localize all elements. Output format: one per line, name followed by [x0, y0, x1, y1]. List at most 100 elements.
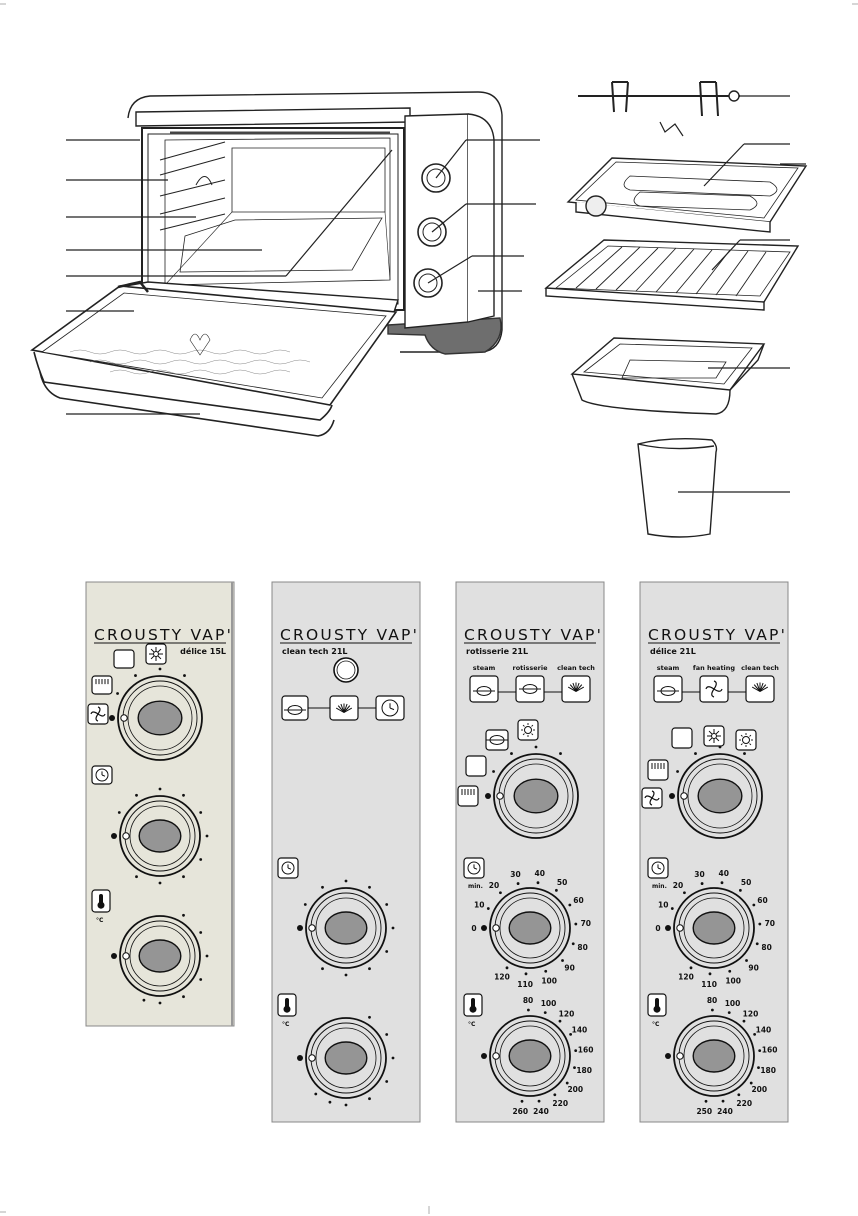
dial-label: 20: [673, 881, 683, 890]
dial-label: 90: [748, 964, 758, 973]
oven-illustration: [30, 91, 540, 437]
scale-dot: [385, 1033, 389, 1036]
knob-pointer: [492, 1052, 500, 1060]
scale-dot: [558, 1019, 562, 1023]
dial-label: 0: [471, 924, 476, 933]
unit-celsius: °C: [282, 1021, 290, 1028]
dial-label: 50: [557, 878, 567, 887]
dial-label: 80: [523, 996, 533, 1005]
function-knob[interactable]: [485, 745, 579, 839]
baking-pan: [570, 337, 790, 415]
brand-title: CROUSTY VAP': [648, 626, 787, 644]
dial-label: 200: [751, 1085, 767, 1094]
dial-label: 100: [725, 977, 741, 986]
control-panel-delice15: CROUSTY VAP'délice 15L°C: [85, 581, 235, 1027]
control-panel-cleantech21: CROUSTY VAP'clean tech 21L°C: [271, 581, 421, 1123]
temperature-knob[interactable]: [111, 913, 209, 1005]
scale-dot: [116, 692, 119, 695]
dial-label: 180: [760, 1066, 776, 1075]
scale-dot: [520, 1099, 524, 1103]
off-dot: [109, 715, 115, 721]
timer-min-label: min.: [468, 883, 483, 890]
fan-icon: [641, 787, 663, 809]
scale-dot: [574, 922, 578, 926]
scale-dot: [571, 942, 575, 946]
scale-dot: [516, 882, 520, 885]
timer-knob[interactable]: [297, 879, 395, 977]
scale-dot: [569, 1033, 573, 1036]
mode-label: steam: [657, 664, 680, 672]
brand-title: CROUSTY VAP': [464, 626, 603, 644]
rotisserie-icon: [515, 675, 545, 703]
scale-dot: [573, 1066, 576, 1070]
scale-dot: [182, 913, 185, 917]
scale-dot: [749, 1081, 753, 1085]
dial-label: 70: [581, 919, 591, 928]
scale-dot: [199, 811, 203, 814]
scale-dot: [757, 1066, 760, 1070]
knob-pointer: [122, 832, 130, 840]
scale-dot: [482, 926, 486, 930]
scale-dot: [344, 879, 348, 883]
scale-dot: [205, 954, 209, 958]
dial-label: 120: [743, 1010, 759, 1019]
scale-dot: [199, 978, 203, 981]
scale-dot: [700, 882, 704, 885]
scale-dot: [536, 881, 540, 885]
timer-knob[interactable]: [111, 787, 209, 885]
clock-icon: [91, 765, 113, 785]
unit-celsius: °C: [96, 917, 104, 924]
dial-label: 220: [736, 1099, 752, 1108]
scale-dot: [344, 973, 348, 977]
temperature-knob[interactable]: [297, 1015, 395, 1107]
scale-dot: [368, 967, 371, 971]
off-dot: [669, 793, 675, 799]
dial-label: 60: [757, 896, 767, 905]
scale-dot: [742, 1019, 746, 1023]
dial-label: 160: [762, 1045, 778, 1054]
scale-dot: [199, 858, 203, 861]
scale-dot: [737, 1093, 741, 1097]
model-subtitle: délice 15L: [180, 646, 226, 656]
fan-icon: [699, 675, 729, 703]
snowflake-icon: [145, 643, 167, 665]
scale-dot: [385, 1080, 389, 1083]
dial-label: 20: [489, 881, 499, 890]
scale-dot: [158, 667, 162, 671]
scale-dot: [721, 1099, 725, 1103]
scale-dot: [553, 1093, 557, 1097]
scale-dot: [499, 891, 502, 895]
scale-dot: [666, 926, 670, 930]
rotisserie-icon: [485, 729, 509, 751]
dial-label: 80: [707, 996, 717, 1005]
brand-title: CROUSTY VAP': [280, 626, 419, 644]
thermometer-icon: [277, 993, 297, 1017]
timer-min-label: min.: [652, 883, 667, 890]
unit-celsius: °C: [652, 1021, 660, 1028]
scale-dot: [524, 972, 528, 976]
knob-pointer: [308, 924, 316, 932]
dial-label: 120: [678, 972, 694, 981]
scale-dot: [385, 903, 389, 906]
dial-label: 240: [717, 1107, 733, 1116]
function-knob[interactable]: [109, 667, 203, 761]
scale-dot: [559, 752, 562, 755]
dial-label: 180: [576, 1066, 592, 1075]
off-dot: [111, 953, 117, 959]
dial-label: 100: [725, 999, 741, 1008]
off-dot: [297, 925, 303, 931]
scale-dot: [568, 903, 572, 907]
dial-label: 200: [567, 1085, 583, 1094]
dial-label: 90: [564, 964, 574, 973]
scale-dot: [526, 1008, 530, 1012]
clock-icon: [277, 857, 299, 879]
scale-dot: [391, 1056, 395, 1060]
dial-label: 120: [494, 972, 510, 981]
scale-dot: [182, 995, 185, 999]
function-knob[interactable]: [669, 745, 763, 839]
